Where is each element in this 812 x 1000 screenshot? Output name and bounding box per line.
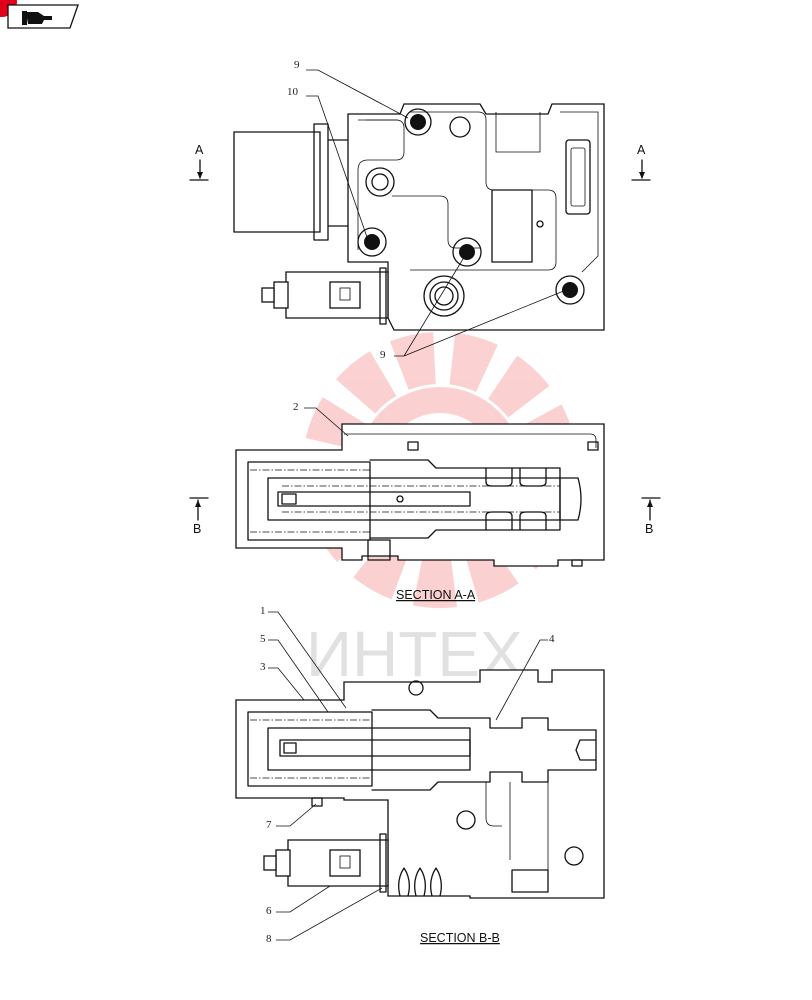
slot <box>565 139 591 215</box>
bolt <box>357 108 585 317</box>
svg-text:5: 5 <box>260 633 266 645</box>
svg-text:7: 7 <box>266 819 272 831</box>
svg-text:1: 1 <box>260 605 266 617</box>
valve-body-section-a <box>235 423 605 567</box>
top-view: 9 10 9 <box>233 59 605 361</box>
svg-text:8: 8 <box>266 933 272 945</box>
svg-text:10: 10 <box>287 86 299 98</box>
section-a-label: SECTION A-A <box>396 588 476 602</box>
svg-text:B: B <box>193 522 201 536</box>
back-button[interactable] <box>0 0 79 29</box>
svg-text:A: A <box>637 143 646 157</box>
section-b-label: SECTION B-B <box>420 931 500 945</box>
svg-text:6: 6 <box>266 905 272 917</box>
svg-text:3: 3 <box>260 661 266 673</box>
section-arrow-b-right: B <box>641 497 661 536</box>
valve-body-section-b <box>235 669 605 899</box>
svg-text:9: 9 <box>380 349 386 361</box>
svg-text:B: B <box>645 522 653 536</box>
plate <box>491 189 533 263</box>
section-arrow-b-left: B <box>189 497 209 536</box>
section-a-a-view: 2 SECTION A-A <box>235 401 605 602</box>
section-b-b-view: 1 5 3 4 7 6 8 SECTION B-B <box>235 605 605 945</box>
section-arrow-a-right: A <box>631 143 651 181</box>
section-arrow-a-left: A <box>189 143 209 181</box>
solenoid-housing-top <box>233 131 321 233</box>
svg-text:4: 4 <box>549 633 555 645</box>
svg-text:9: 9 <box>294 59 300 71</box>
hand-pointer-icon <box>22 11 52 25</box>
svg-text:2: 2 <box>293 401 299 413</box>
svg-text:A: A <box>195 143 204 157</box>
spring-coils <box>398 867 442 897</box>
